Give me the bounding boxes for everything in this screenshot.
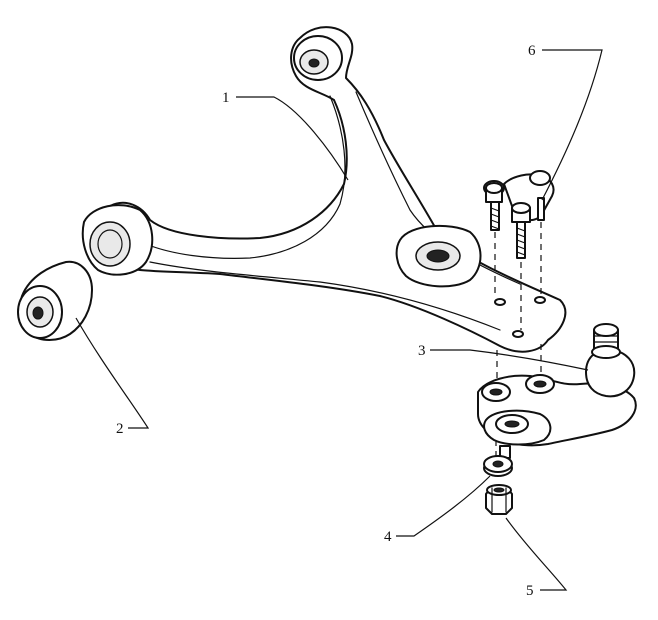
callout-5: 5 xyxy=(526,583,534,599)
bushing-icon xyxy=(17,260,93,341)
leader-4 xyxy=(396,475,491,537)
leader-2 xyxy=(75,317,150,429)
control-arm-icon xyxy=(81,26,567,353)
leader-1 xyxy=(236,96,349,181)
washer-icon xyxy=(483,455,513,477)
leader-lines xyxy=(75,49,603,591)
leader-5 xyxy=(505,517,568,591)
callout-4: 4 xyxy=(384,529,392,545)
ball-joint-icon xyxy=(477,323,637,459)
assembly-guide-lines xyxy=(494,222,542,462)
callout-6: 6 xyxy=(528,43,536,59)
leader-6 xyxy=(541,49,603,201)
callout-1: 1 xyxy=(222,90,230,106)
bolt-plate-icon xyxy=(483,170,555,259)
callout-labels: 1 2 3 4 5 6 xyxy=(116,43,536,599)
callout-2: 2 xyxy=(116,421,124,437)
callout-3: 3 xyxy=(418,343,426,359)
leader-3 xyxy=(430,349,589,371)
nut-icon xyxy=(485,484,513,515)
